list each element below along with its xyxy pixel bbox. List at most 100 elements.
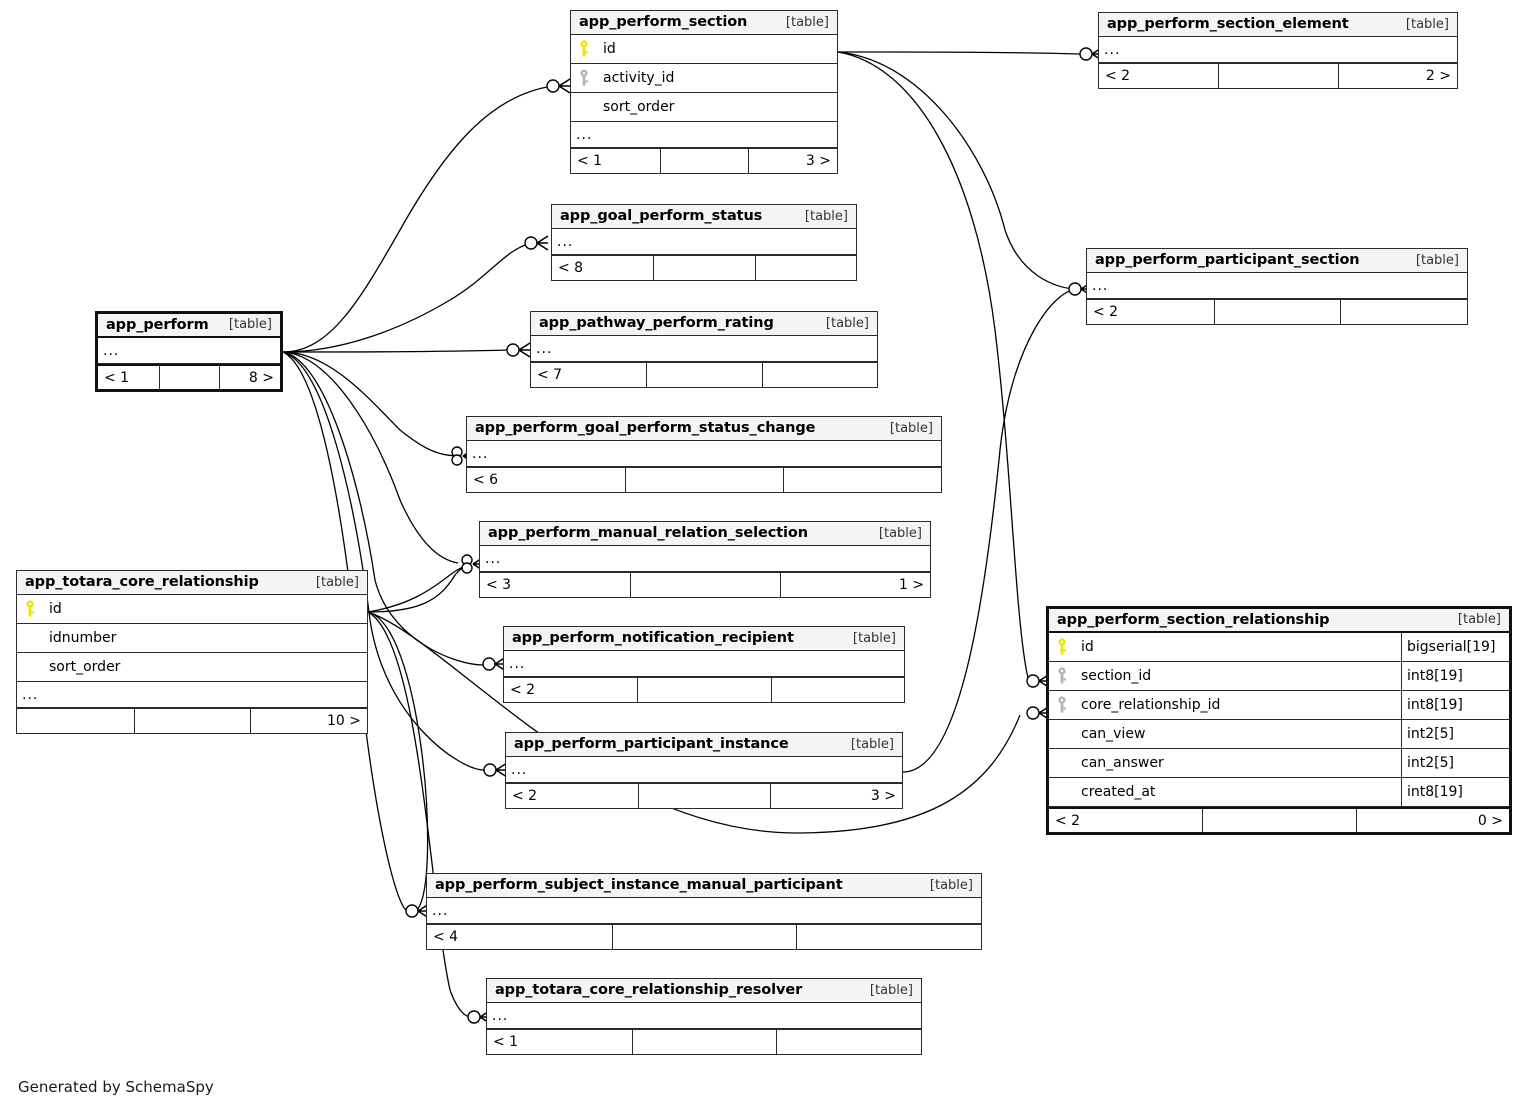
more-columns-ellipsis[interactable]: ...: [506, 757, 902, 783]
table-node-app_perform_participant_section[interactable]: app_perform_participant_section[table]..…: [1086, 248, 1468, 325]
table-node-app_perform_subject_instance_manual_participant[interactable]: app_perform_subject_instance_manual_part…: [426, 873, 982, 950]
table-header[interactable]: app_perform_participant_section[table]: [1087, 249, 1467, 273]
column-row[interactable]: idnumber: [17, 624, 367, 653]
table-header[interactable]: app_perform_section_relationship[table]: [1049, 609, 1509, 633]
footer-middle: [646, 363, 761, 387]
more-columns-ellipsis[interactable]: ...: [480, 546, 930, 572]
footer-outgoing-count: [761, 363, 877, 387]
more-columns-ellipsis[interactable]: ...: [571, 122, 837, 148]
generator-credit: Generated by SchemaSpy: [18, 1078, 214, 1096]
column-row[interactable]: activity_id: [571, 64, 837, 93]
footer-middle: [1202, 809, 1355, 832]
column-type: int2[5]: [1401, 720, 1509, 748]
table-type-tag: [table]: [1457, 612, 1501, 627]
column-name: can_view: [1081, 726, 1146, 742]
footer-outgoing-count: 0 >: [1355, 809, 1509, 832]
footer-middle: [611, 925, 797, 949]
footer-middle: [659, 149, 749, 173]
column-name: activity_id: [603, 70, 675, 86]
footer-middle: [631, 1030, 777, 1054]
table-header[interactable]: app_perform_section_element[table]: [1099, 13, 1457, 37]
table-header[interactable]: app_perform_goal_perform_status_change[t…: [467, 417, 941, 441]
column-name: id: [603, 41, 616, 57]
table-type-tag: [table]: [889, 420, 933, 436]
more-columns-ellipsis[interactable]: ...: [98, 338, 280, 364]
foreign-key-icon: [1049, 696, 1075, 714]
table-header[interactable]: app_totara_core_relationship_resolver[ta…: [487, 979, 921, 1003]
more-columns-ellipsis[interactable]: ...: [467, 441, 941, 467]
footer-outgoing-count: [796, 925, 981, 949]
column-row[interactable]: id: [571, 35, 837, 64]
column-row[interactable]: can_view int2[5]: [1049, 720, 1509, 749]
footer-incoming-count: < 1: [493, 1034, 519, 1050]
table-footer: < 7: [531, 362, 877, 387]
column-type: int8[19]: [1401, 662, 1509, 690]
footer-incoming-count: < 8: [558, 260, 584, 276]
footer-outgoing-count: [754, 256, 856, 280]
table-name: app_perform_participant_section: [1095, 252, 1360, 268]
table-node-app_totara_core_relationship[interactable]: app_totara_core_relationship[table]id idn…: [16, 570, 368, 734]
table-node-app_perform_participant_instance[interactable]: app_perform_participant_instance[table].…: [505, 732, 903, 809]
column-row[interactable]: id: [17, 595, 367, 624]
column-name: idnumber: [49, 630, 117, 646]
table-header[interactable]: app_goal_perform_status[table]: [552, 205, 856, 229]
more-columns-ellipsis[interactable]: ...: [427, 898, 981, 924]
table-name: app_goal_perform_status: [560, 208, 763, 224]
more-columns-ellipsis[interactable]: ...: [1099, 37, 1457, 63]
footer-outgoing-count: [770, 678, 904, 702]
table-footer: < 1: [487, 1029, 921, 1054]
footer-outgoing-count: 10 >: [250, 709, 367, 733]
table-name: app_perform_subject_instance_manual_part…: [435, 877, 843, 893]
more-columns-ellipsis[interactable]: ...: [487, 1003, 921, 1029]
more-columns-ellipsis[interactable]: ...: [504, 651, 904, 677]
table-header[interactable]: app_perform_section[table]: [571, 11, 837, 35]
footer-middle: [638, 784, 770, 808]
table-header[interactable]: app_perform_notification_recipient[table…: [504, 627, 904, 651]
footer-outgoing-count: [783, 468, 941, 492]
table-header[interactable]: app_perform_manual_relation_selection[ta…: [480, 522, 930, 546]
table-header[interactable]: app_pathway_perform_rating[table]: [531, 312, 877, 336]
primary-key-icon: [571, 40, 597, 58]
table-node-app_goal_perform_status[interactable]: app_goal_perform_status[table]... < 8: [551, 204, 857, 281]
table-header[interactable]: app_perform[table]: [98, 314, 280, 338]
table-node-app_perform_goal_perform_status_change[interactable]: app_perform_goal_perform_status_change[t…: [466, 416, 942, 493]
table-node-app_perform_manual_relation_selection[interactable]: app_perform_manual_relation_selection[ta…: [479, 521, 931, 598]
table-node-app_perform_section_element[interactable]: app_perform_section_element[table]...< 2…: [1098, 12, 1458, 89]
table-header[interactable]: app_totara_core_relationship[table]: [17, 571, 367, 595]
footer-incoming-count: < 1: [104, 369, 130, 386]
column-name: created_at: [1081, 784, 1156, 800]
table-node-app_pathway_perform_rating[interactable]: app_pathway_perform_rating[table]...< 7: [530, 311, 878, 388]
table-node-app_totara_core_relationship_resolver[interactable]: app_totara_core_relationship_resolver[ta…: [486, 978, 922, 1055]
more-columns-ellipsis[interactable]: ...: [1087, 273, 1467, 299]
column-row[interactable]: sort_order: [571, 93, 837, 122]
column-row[interactable]: sort_order: [17, 653, 367, 682]
table-type-tag: [table]: [785, 14, 829, 30]
table-header[interactable]: app_perform_participant_instance[table]: [506, 733, 902, 757]
footer-middle: [625, 468, 783, 492]
table-node-app_perform_section_relationship[interactable]: app_perform_section_relationship[table]i…: [1046, 606, 1512, 835]
more-columns-ellipsis[interactable]: ...: [531, 336, 877, 362]
table-header[interactable]: app_perform_subject_instance_manual_part…: [427, 874, 981, 898]
table-type-tag: [table]: [929, 877, 973, 893]
table-node-app_perform_notification_recipient[interactable]: app_perform_notification_recipient[table…: [503, 626, 905, 703]
more-columns-ellipsis[interactable]: ...: [17, 682, 367, 708]
column-type: int2[5]: [1401, 749, 1509, 777]
footer-middle: [1213, 300, 1341, 324]
table-footer: < 4: [427, 924, 981, 949]
column-name: id: [1081, 639, 1094, 655]
table-type-tag: [table]: [850, 736, 894, 752]
more-columns-ellipsis[interactable]: ...: [552, 229, 856, 255]
footer-outgoing-count: 1 >: [780, 573, 930, 597]
